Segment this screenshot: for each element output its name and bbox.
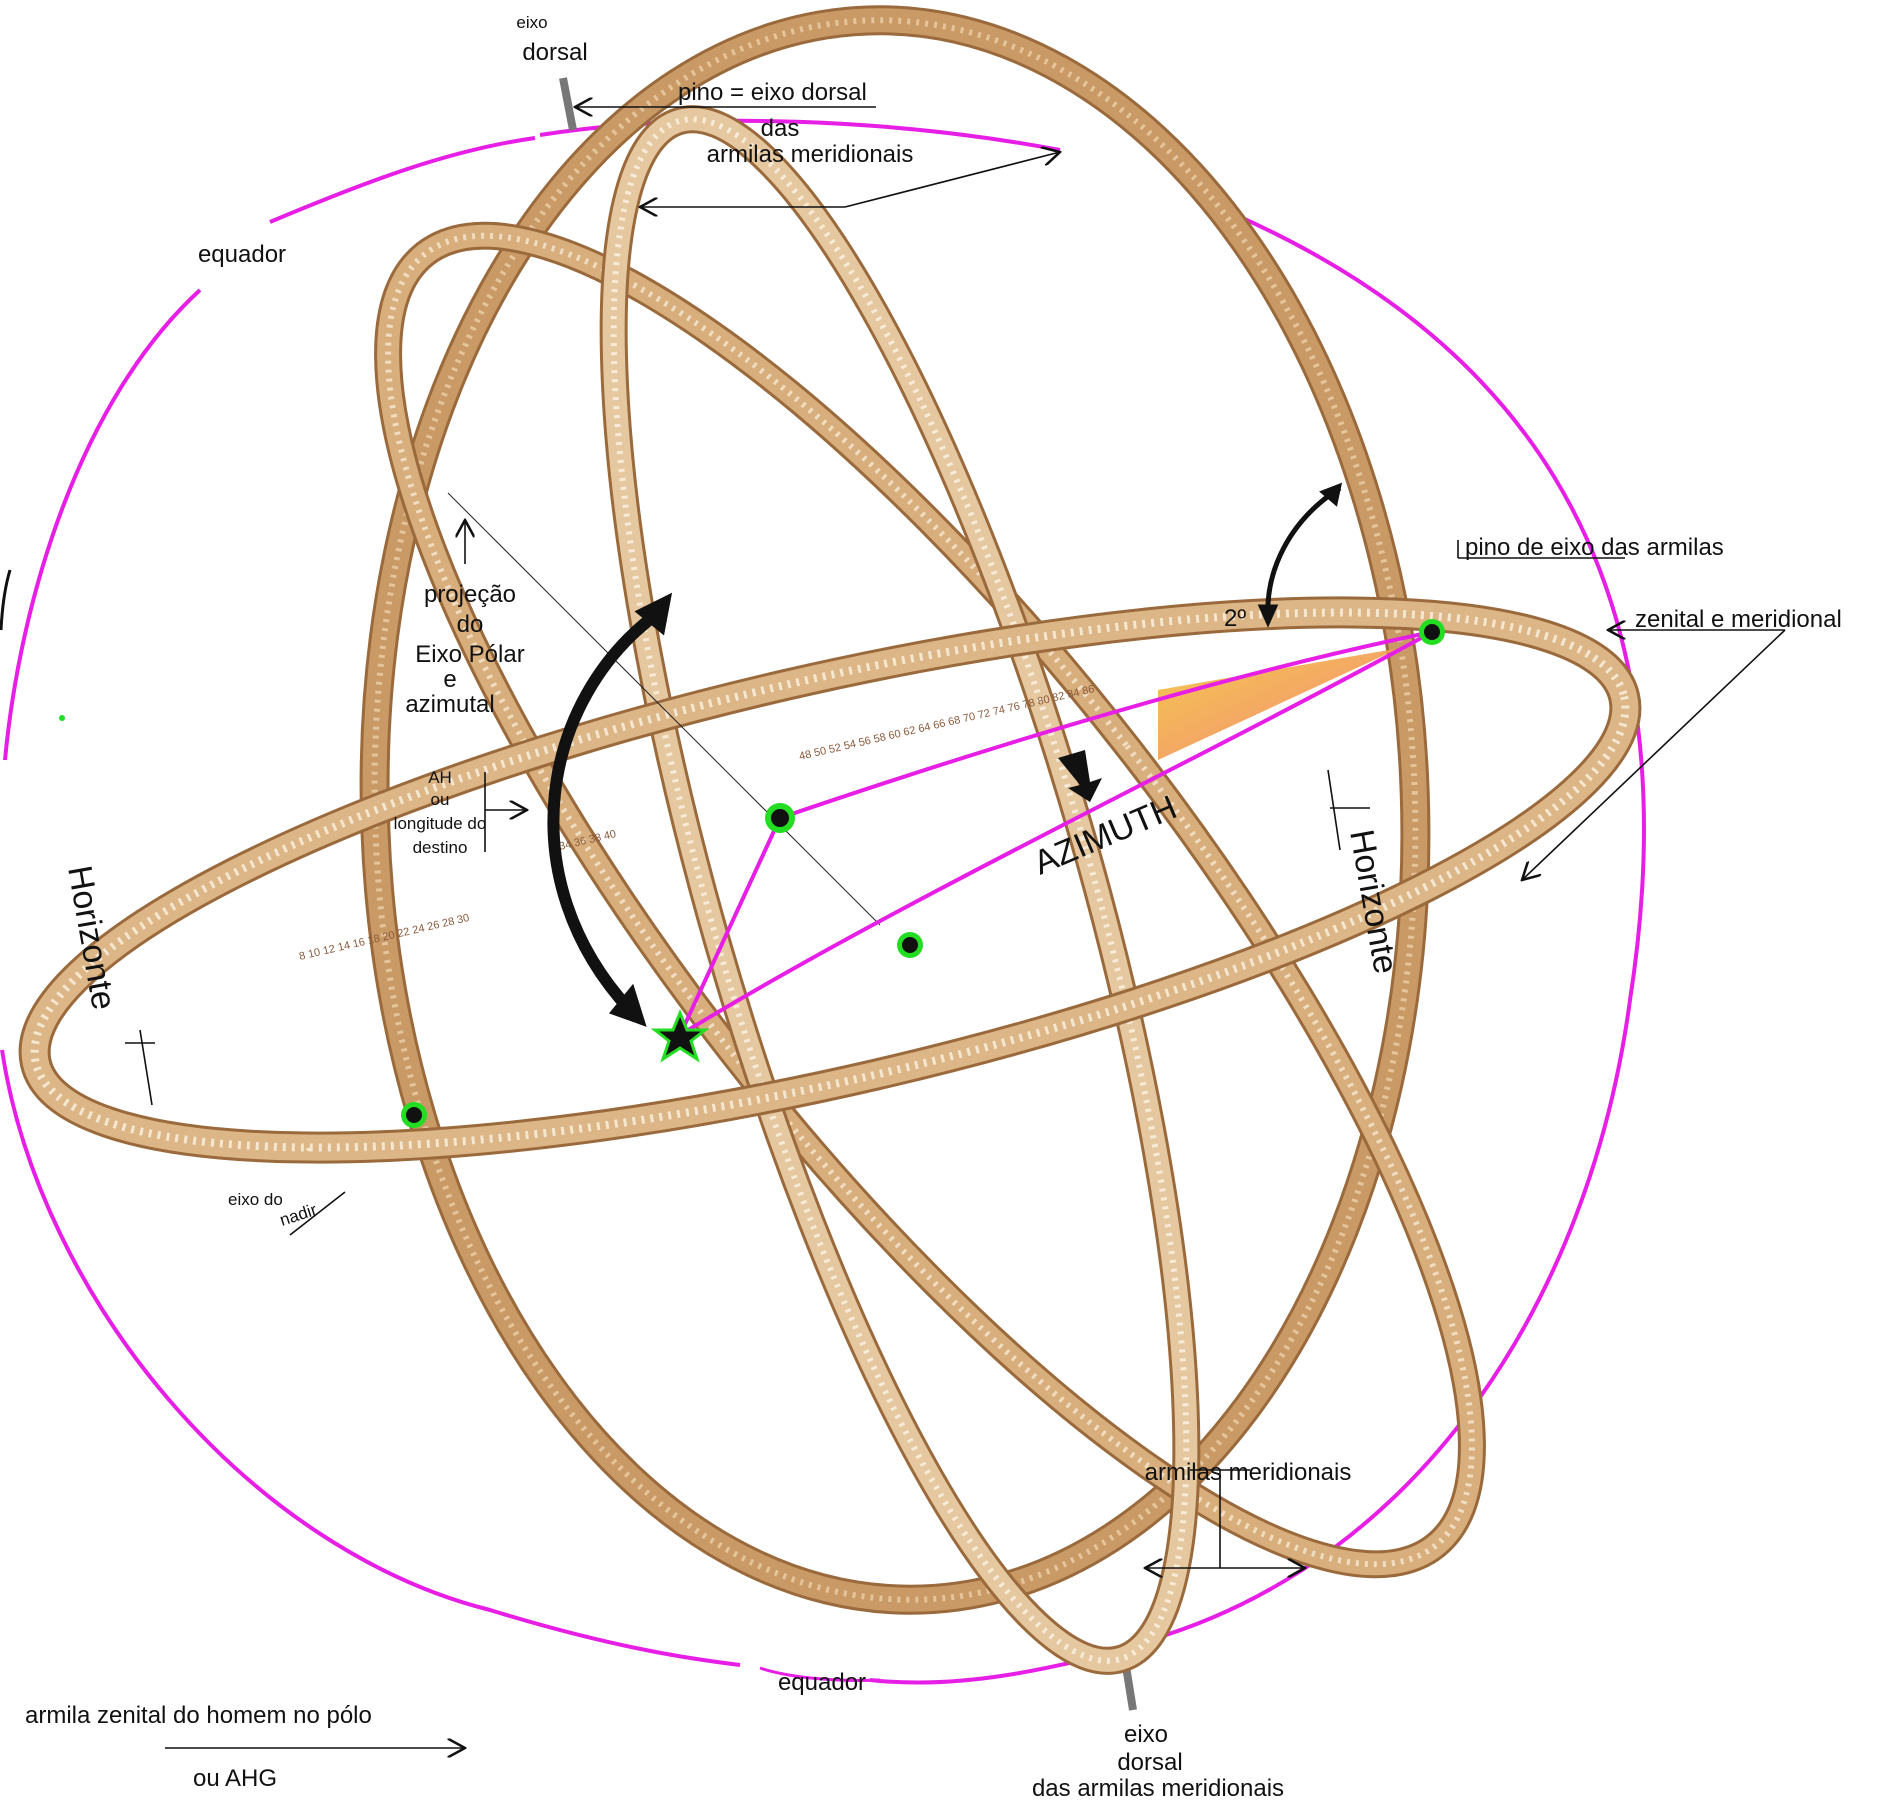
label-eixo-do: eixo do: [228, 1190, 283, 1209]
azimuth-lines: [678, 630, 1433, 1037]
label-destino: destino: [413, 838, 468, 857]
pin-icon: [1419, 619, 1445, 645]
label-equador-bottom: equador: [778, 1669, 866, 1696]
azimuth-triangle: [1158, 648, 1400, 760]
pointer-lines: [125, 107, 1786, 1748]
pin-icon: [401, 1102, 427, 1128]
meridional-ring-c: [599, 105, 1201, 1675]
label-projecao-1: projeção: [424, 581, 516, 608]
label-projecao-3: Eixo Pólar: [415, 641, 524, 668]
label-projecao-4: e: [443, 666, 456, 693]
polar-axis-projection-line: [447, 492, 881, 926]
label-eixo-bottom: eixo: [1124, 1721, 1168, 1748]
label-armilas-meridionais-top: armilas meridionais: [707, 141, 914, 168]
label-pino-eixo-dorsal: pino = eixo dorsal: [678, 79, 867, 106]
label-ou: ou: [431, 790, 450, 809]
dorsal-axis-rod: [559, 77, 1137, 1711]
star-icon: [650, 1009, 710, 1063]
pin-icon: [765, 803, 795, 833]
label-eixo-top: eixo: [516, 13, 547, 32]
marker-dot: [59, 715, 65, 721]
curved-arrow-icon: [1257, 482, 1343, 628]
meridional-ring-a: [359, 5, 1431, 1615]
label-2-degrees: 2º: [1224, 605, 1246, 632]
meridional-ring-b: [374, 221, 1486, 1579]
label-nadir: nadir: [277, 1200, 319, 1230]
curved-arrow-icon: [547, 592, 673, 1027]
label-ou-ahg: ou AHG: [193, 1765, 277, 1792]
label-zenital-meridional: zenital e meridional: [1635, 606, 1842, 633]
label-ah: AH: [428, 768, 452, 787]
pin-icon: [897, 932, 923, 958]
label-das-armilas-meridionais-bottom: das armilas meridionais: [1032, 1775, 1284, 1800]
label-das: das: [761, 115, 800, 142]
horizon-ring: [18, 596, 1642, 1164]
label-dorsal-bottom: dorsal: [1117, 1749, 1182, 1776]
label-projecao-2: do: [457, 611, 484, 638]
down-arrow-icon: [1058, 750, 1102, 802]
label-dorsal-top: dorsal: [522, 39, 587, 66]
label-armilas-meridionais-bottom: armilas meridionais: [1145, 1459, 1352, 1486]
label-equador-top: equador: [198, 241, 286, 268]
label-pino-de-eixo: pino de eixo das armilas: [1465, 534, 1724, 561]
label-projecao-5: azimutal: [405, 691, 494, 718]
label-longitude-do: longitude do: [394, 814, 487, 833]
label-armila-zenital: armila zenital do homem no pólo: [25, 1702, 372, 1729]
